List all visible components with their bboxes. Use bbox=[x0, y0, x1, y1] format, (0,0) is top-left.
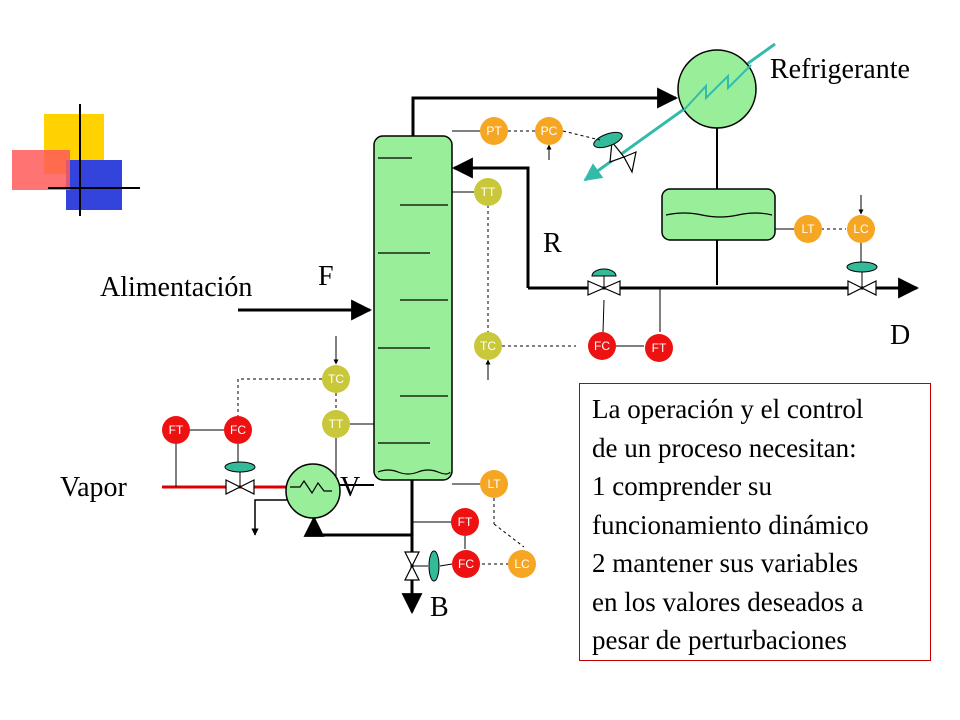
distillate-valve[interactable] bbox=[846, 261, 878, 296]
steam-valve[interactable] bbox=[224, 461, 256, 495]
svg-text:LT: LT bbox=[487, 477, 501, 491]
vapor-label: Vapor bbox=[60, 472, 127, 503]
svg-text:TC: TC bbox=[480, 339, 496, 353]
alimentacion-label: Alimentación bbox=[100, 272, 253, 303]
condenser bbox=[677, 49, 757, 129]
note-line: 2 mantener sus variables bbox=[592, 548, 859, 578]
svg-text:TT: TT bbox=[481, 185, 496, 199]
lt-top-instrument: LT bbox=[794, 215, 822, 243]
condensate-line bbox=[251, 499, 290, 536]
svg-text:LC: LC bbox=[853, 222, 869, 236]
note-line: pesar de perturbaciones bbox=[592, 625, 847, 655]
reboiler-liquid-line bbox=[303, 515, 412, 537]
lt-bottom-instrument: LT bbox=[480, 470, 508, 498]
pt-instrument: PT bbox=[480, 117, 508, 145]
tc-left-instrument: TC bbox=[322, 365, 350, 393]
svg-text:LC: LC bbox=[514, 557, 530, 571]
svg-text:TC: TC bbox=[328, 372, 344, 386]
svg-text:PT: PT bbox=[486, 124, 502, 138]
svg-text:FC: FC bbox=[458, 557, 474, 571]
note-line: de un proceso necesitan: bbox=[592, 432, 857, 463]
svg-text:FC: FC bbox=[594, 339, 610, 353]
svg-text:TT: TT bbox=[329, 417, 344, 431]
fc-bottom-instrument: FC bbox=[452, 550, 480, 578]
tc-mid-instrument: TC bbox=[474, 332, 502, 360]
svg-text:PC: PC bbox=[541, 124, 558, 138]
reboiler bbox=[285, 463, 341, 519]
svg-text:FT: FT bbox=[458, 515, 473, 529]
fc-left-instrument: FC bbox=[224, 416, 252, 444]
note-line: 1 comprender su bbox=[592, 471, 772, 501]
reflux-drum bbox=[661, 188, 776, 241]
ft-mid-instrument: FT bbox=[645, 334, 673, 362]
svg-text:LT: LT bbox=[801, 222, 815, 236]
b-label: B bbox=[430, 592, 449, 623]
coolant-valve[interactable] bbox=[592, 129, 637, 174]
refrigerante-label: Refrigerante bbox=[770, 54, 910, 85]
bottoms-valve[interactable] bbox=[404, 550, 440, 582]
fc-mid-instrument: FC bbox=[588, 332, 616, 360]
lc-top-instrument: LC bbox=[847, 215, 875, 243]
overhead-vapor-line bbox=[411, 87, 679, 136]
note-line: en los valores deseados a bbox=[592, 586, 864, 617]
v-label: V bbox=[340, 472, 361, 503]
note-line: La operación y el control bbox=[592, 394, 864, 424]
reflux-return-line bbox=[451, 157, 530, 288]
pc-instrument: PC bbox=[535, 117, 563, 145]
svg-text:FT: FT bbox=[169, 423, 184, 437]
d-label: D bbox=[890, 320, 911, 351]
svg-text:FT: FT bbox=[652, 341, 667, 355]
note-box: La operación y el control de un proceso … bbox=[579, 383, 931, 661]
r-label: R bbox=[543, 228, 562, 259]
ft-bottom-instrument: FT bbox=[451, 508, 479, 536]
tt-top-instrument: TT bbox=[474, 178, 502, 206]
decorative-logo bbox=[12, 104, 140, 216]
distillation-column bbox=[373, 135, 453, 481]
reflux-valve[interactable] bbox=[587, 268, 621, 296]
note-line: funcionamiento dinámico bbox=[592, 509, 869, 540]
svg-text:FC: FC bbox=[230, 423, 246, 437]
lc-bottom-instrument: LC bbox=[508, 550, 536, 578]
f-label: F bbox=[318, 261, 334, 292]
ft-left-instrument: FT bbox=[162, 416, 190, 444]
tt-left-instrument: TT bbox=[322, 410, 350, 438]
